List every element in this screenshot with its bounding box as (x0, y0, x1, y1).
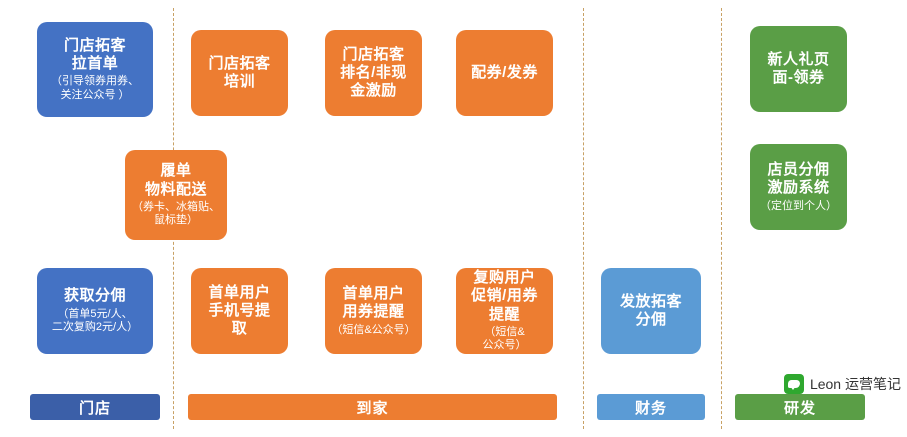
card-title: 店员分佣激励系统 (767, 161, 830, 197)
card-title: 复购用户促销/用券提醒 (471, 269, 538, 323)
card-title: 新人礼页面-领券 (767, 50, 830, 86)
card-get-commission[interactable]: 获取分佣 （首单5元/人、二次复购2元/人） (37, 268, 153, 354)
card-first-order-phone-extract[interactable]: 首单用户手机号提取 (191, 268, 288, 354)
card-title: 门店拓客排名/非现金激励 (340, 45, 407, 100)
card-title: 获取分佣 (63, 287, 126, 305)
divider-home-finance (583, 8, 584, 429)
card-title: 履单物料配送 (144, 162, 207, 198)
watermark-text: Leon 运营笔记 (809, 376, 901, 392)
card-subtitle: （短信&公众号） (331, 323, 416, 336)
watermark: Leon 运营笔记 (783, 374, 901, 394)
card-subtitle: （引导领券用券、关注公众号 ） (51, 75, 139, 101)
card-subtitle: （首单5元/人、二次复购2元/人） (51, 307, 139, 334)
footer-label: 研发 (783, 399, 816, 417)
card-title: 门店拓客拉首单 (63, 36, 126, 73)
wechat-logo-icon (783, 374, 804, 394)
footer-label: 财务 (634, 399, 667, 417)
card-title: 首单用户用券提醒 (342, 285, 405, 321)
card-repurchase-promotion-reminder[interactable]: 复购用户促销/用券提醒 （短信&公众号） (456, 268, 553, 354)
card-title: 门店拓客培训 (208, 54, 271, 90)
card-first-order-coupon-reminder[interactable]: 首单用户用券提醒 （短信&公众号） (325, 268, 422, 354)
card-subtitle: （定位到个人） (760, 199, 837, 212)
card-coupon-distribute[interactable]: 配券/发券 (456, 30, 553, 116)
footer-bar-caiwu: 财务 (597, 394, 705, 420)
card-subtitle: （短信&公众号） (482, 326, 527, 352)
footer-label: 到家 (356, 399, 389, 417)
footer-bar-yanfa: 研发 (735, 394, 865, 420)
card-issue-acquisition-commission[interactable]: 发放拓客分佣 (601, 268, 701, 354)
card-title: 配券/发券 (471, 63, 538, 81)
card-store-acquire-first-order[interactable]: 门店拓客拉首单 （引导领券用券、关注公众号 ） (37, 22, 153, 117)
card-clerk-commission-system[interactable]: 店员分佣激励系统 （定位到个人） (750, 144, 847, 230)
footer-label: 门店 (78, 399, 111, 417)
footer-bar-daojia: 到家 (188, 394, 557, 420)
card-title: 首单用户手机号提取 (208, 283, 271, 338)
divider-finance-dev (721, 8, 722, 429)
card-store-acquire-ranking[interactable]: 门店拓客排名/非现金激励 (325, 30, 422, 116)
card-store-acquire-training[interactable]: 门店拓客培训 (191, 30, 288, 116)
footer-bar-mendian: 门店 (30, 394, 160, 420)
card-subtitle: （券卡、冰箱贴、鼠标垫） (132, 200, 220, 227)
card-fulfillment-material-delivery[interactable]: 履单物料配送 （券卡、冰箱贴、鼠标垫） (125, 150, 227, 240)
card-newcomer-gift-page[interactable]: 新人礼页面-领券 (750, 26, 847, 112)
card-title: 发放拓客分佣 (619, 292, 682, 328)
